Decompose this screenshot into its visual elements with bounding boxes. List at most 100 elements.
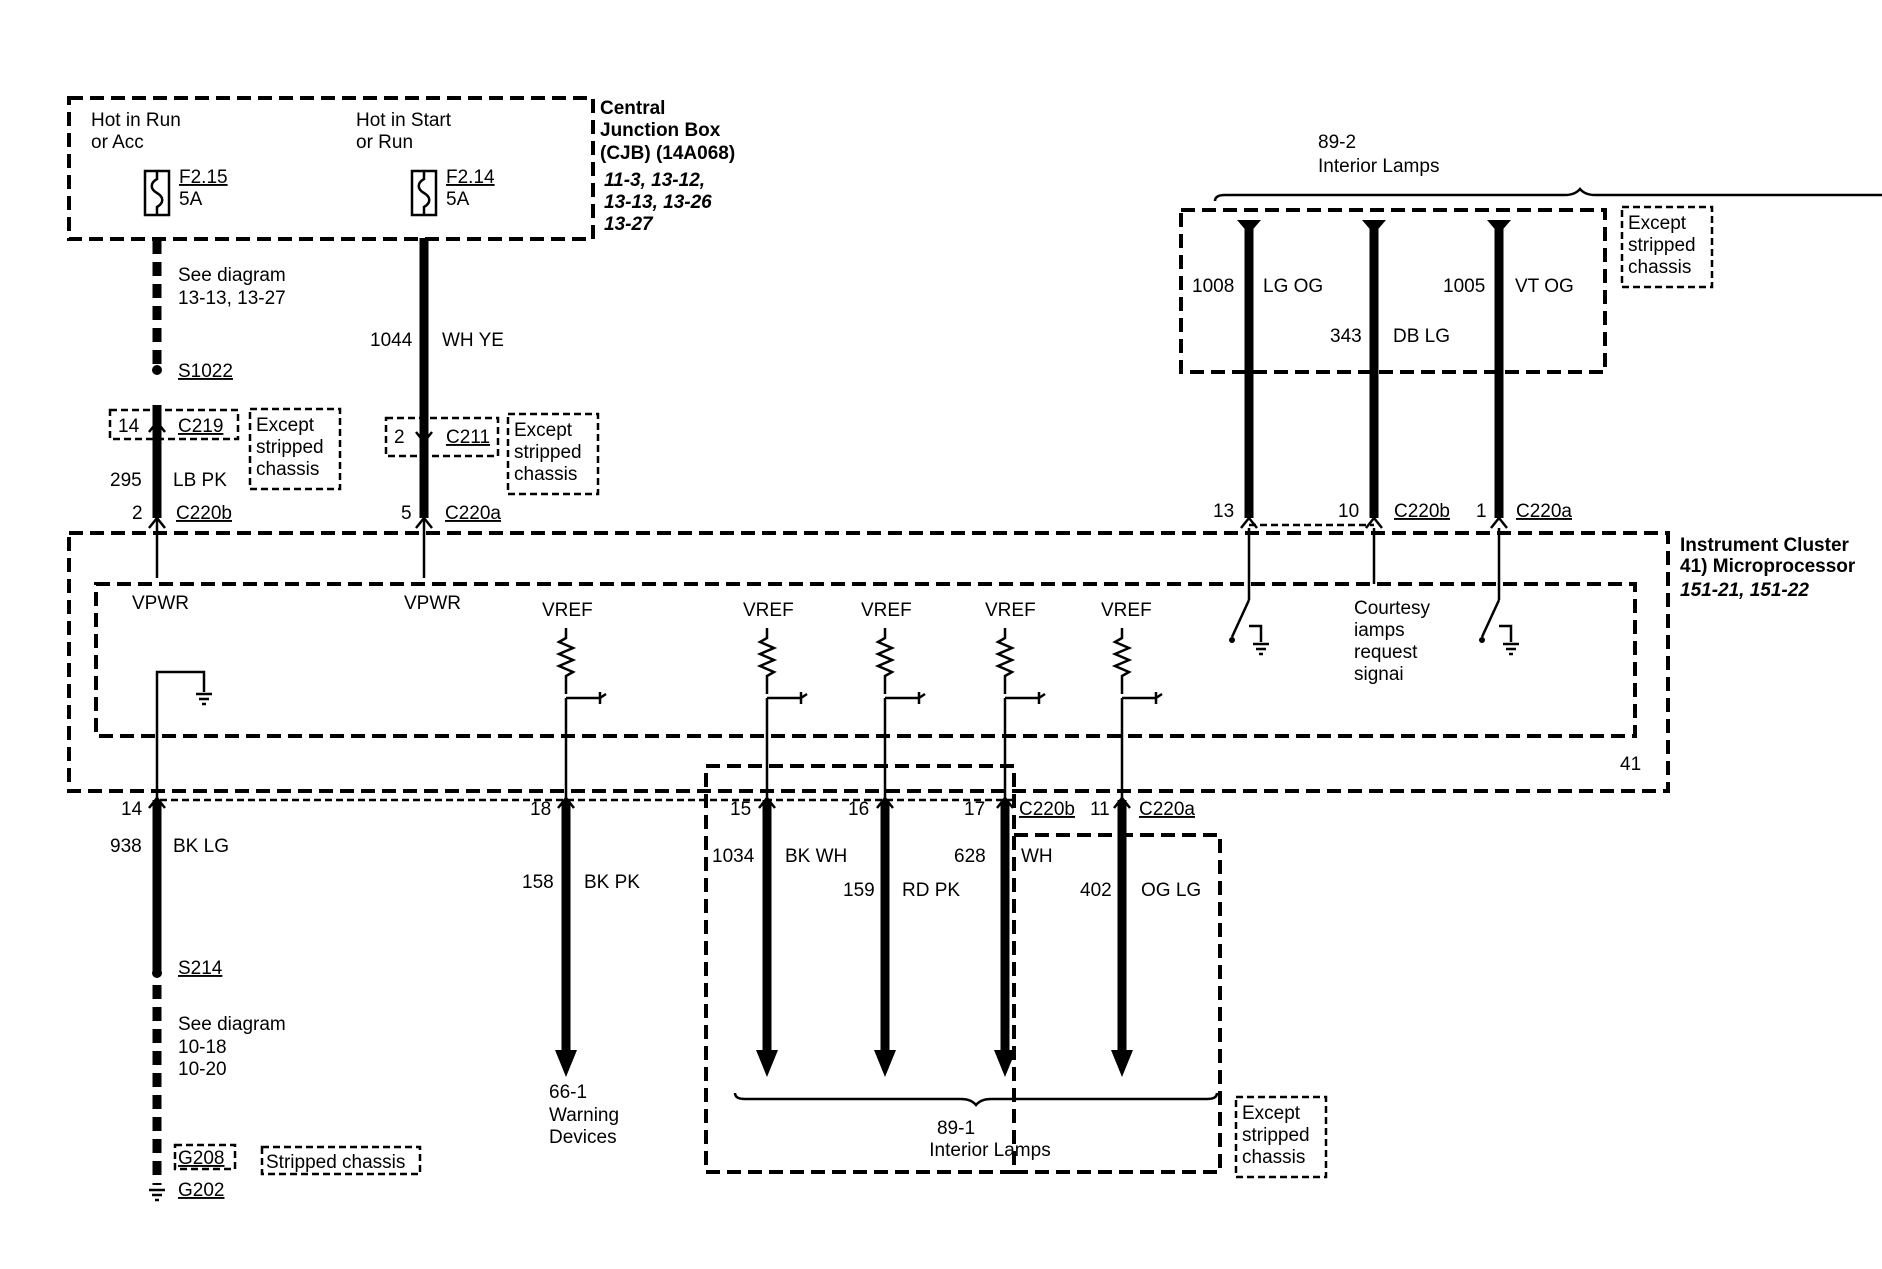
courtesy-label-2: iamps — [1354, 620, 1405, 641]
stripped-chassis-box — [260, 1145, 422, 1176]
see-diagram-bottom-3: 10-20 — [178, 1059, 227, 1080]
pin-14-bottom: 14 — [121, 799, 143, 820]
c219-except-3: chassis — [256, 459, 319, 480]
c219-except-box — [248, 407, 342, 491]
lamps-891-brace — [733, 1092, 1219, 1107]
see-diagram-bottom-1: See diagram — [178, 1014, 286, 1035]
pin-15-connector-icon — [758, 795, 776, 809]
ground-g208: G208 — [178, 1148, 224, 1169]
instrument-cluster-outline — [67, 531, 1670, 793]
cjb-ref-1: 11-3, 13-12, — [604, 170, 705, 191]
cluster-title-1: Instrument Cluster — [1680, 535, 1850, 556]
circuit-343: 343 — [1330, 326, 1362, 347]
cjb-outline — [67, 96, 595, 241]
internal-ground-path — [155, 670, 206, 800]
splice-s1022-dot — [152, 365, 162, 375]
c219-connector-icon — [148, 419, 166, 433]
ground-icon — [196, 692, 212, 706]
top-except-1: Except — [1628, 213, 1687, 234]
circuit-402: 402 — [1080, 880, 1112, 901]
c211-except-3: chassis — [514, 464, 577, 485]
cluster-title-2: 41) Microprocessor — [1680, 556, 1856, 577]
c219-except-1: Except — [256, 415, 315, 436]
cjb-left-label-1: Hot in Run — [91, 110, 181, 131]
lamps-891-except-2: stripped — [1242, 1125, 1310, 1146]
cjb-ref-2: 13-13, 13-26 — [604, 192, 712, 213]
fuse-f2-15-icon — [143, 169, 171, 217]
c211-except-1: Except — [514, 420, 573, 441]
c220a-label-right: C220a — [1516, 501, 1572, 522]
warning-ref: 66-1 — [549, 1082, 587, 1103]
switch-13-icon — [1229, 528, 1269, 656]
c211-outline — [384, 416, 500, 458]
see-diagram-bottom-2: 10-18 — [178, 1037, 227, 1058]
c219-except-2: stripped — [256, 437, 324, 458]
c220b-pin-2: 2 — [132, 503, 143, 524]
c220b-label-right: C220b — [1394, 501, 1450, 522]
c219-pin: 14 — [118, 416, 140, 437]
wire-159-arrow-icon — [874, 1050, 896, 1077]
pin-18-connector-icon — [557, 795, 575, 809]
splice-s214: S214 — [178, 958, 223, 979]
color-wh: WH — [1021, 846, 1053, 867]
pin-11-connector-icon — [1113, 795, 1131, 809]
pin-18: 18 — [530, 799, 551, 820]
wire-1034-arrow-icon — [756, 1050, 778, 1077]
vpwr-right: VPWR — [404, 593, 461, 614]
pin-16: 16 — [848, 799, 869, 820]
resistor-4-icon — [994, 628, 1046, 704]
c219-outline — [108, 408, 240, 441]
fuse-right-amp: 5A — [446, 189, 470, 210]
lamps-891-except-1: Except — [1242, 1103, 1301, 1124]
c220a-left-connector-icon — [415, 515, 433, 529]
fuse-left-amp: 5A — [179, 189, 203, 210]
microprocessor-outline — [94, 582, 1637, 738]
pin-13: 13 — [1213, 501, 1234, 522]
vref-1: VREF — [542, 600, 593, 621]
c220b-label-left: C220b — [176, 503, 232, 524]
see-diagram-left-2: 13-13, 13-27 — [178, 288, 286, 309]
c220a-label-bottom: C220a — [1139, 799, 1195, 820]
cjb-title-1: Central — [600, 98, 665, 119]
c211-except-2: stripped — [514, 442, 582, 463]
fuse-right-id: F2.14 — [446, 167, 495, 188]
vref-2: VREF — [743, 600, 794, 621]
cjb-right-label-2: or Run — [356, 132, 413, 153]
circuit-158: 158 — [522, 872, 554, 893]
circuit-1008: 1008 — [1192, 276, 1234, 297]
ground-g202: G202 — [178, 1180, 224, 1201]
color-db-lg: DB LG — [1393, 326, 1450, 347]
c220a-pin-5: 5 — [401, 503, 412, 524]
c211-connector-icon — [415, 431, 433, 445]
ground-g202-icon — [149, 1188, 165, 1202]
pin-17: 17 — [964, 799, 985, 820]
top-lamps-label: Interior Lamps — [1318, 156, 1439, 177]
pin-11: 11 — [1090, 799, 1110, 820]
circuit-628: 628 — [954, 846, 986, 867]
pin-10: 10 — [1338, 501, 1359, 522]
cjb-right-label-1: Hot in Start — [356, 110, 452, 131]
color-wh-ye: WH YE — [442, 330, 504, 351]
color-lb-pk: LB PK — [173, 470, 227, 491]
c220a-label-left: C220a — [445, 503, 501, 524]
pin-17-connector-icon — [996, 795, 1014, 809]
top-lamps-ref: 89-2 — [1318, 132, 1356, 153]
c211-pin: 2 — [394, 427, 405, 448]
vref-3: VREF — [861, 600, 912, 621]
top-lamps-brace — [1213, 187, 1882, 202]
vref-5: VREF — [1101, 600, 1152, 621]
lamps-891-except-3: chassis — [1242, 1147, 1305, 1168]
lamps-891-label: Interior Lamps — [929, 1140, 1050, 1161]
color-bk-lg: BK LG — [173, 836, 229, 857]
pin-1: 1 — [1476, 501, 1487, 522]
wire-158-arrow-icon — [555, 1050, 577, 1077]
circuit-159: 159 — [843, 880, 875, 901]
cluster-corner-id: 41 — [1620, 754, 1641, 775]
pin-10-connector-icon — [1365, 515, 1383, 529]
courtesy-label-3: request — [1354, 642, 1418, 663]
top-except-3: chassis — [1628, 257, 1691, 278]
color-vt-og: VT OG — [1515, 276, 1574, 297]
resistor-3-icon — [874, 628, 926, 704]
